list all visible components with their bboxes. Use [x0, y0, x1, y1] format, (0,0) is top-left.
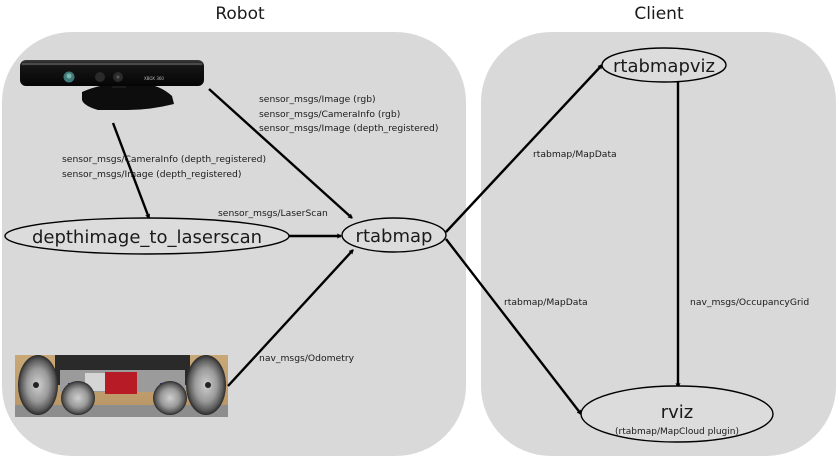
edge-label-line: sensor_msgs/CameraInfo (depth_registered… — [62, 154, 266, 165]
section-title-robot: Robot — [215, 4, 265, 24]
node-label: rviz — [661, 402, 694, 423]
node-label: depthimage_to_laserscan — [32, 227, 262, 248]
section-title-client: Client — [634, 4, 684, 24]
kinect-sensor-image: XBOX 360 — [20, 60, 204, 110]
node-rtabmap: rtabmap — [341, 217, 447, 253]
edge-label-line: sensor_msgs/Image (depth_registered) — [259, 123, 438, 134]
edge-rtabmap-to-rtabmapviz — [445, 64, 603, 233]
node-sublabel: (rtabmap/MapCloud plugin) — [615, 427, 739, 437]
edge-kinect-to-depthimage — [111, 122, 151, 218]
node-rtabmapviz: rtabmapviz — [601, 47, 727, 83]
edge-label-base-to-rtabmap: nav_msgs/Odometry — [259, 353, 355, 364]
edge-label-rtabmapviz-to-rviz: nav_msgs/OccupancyGrid — [690, 297, 809, 308]
edge-label-line: sensor_msgs/Image (depth_registered) — [62, 169, 241, 180]
node-depthimage-to-laserscan: depthimage_to_laserscan — [4, 217, 290, 255]
edge-base-to-rtabmap — [227, 249, 354, 387]
client-panel — [481, 32, 836, 456]
node-label: rtabmap — [356, 226, 433, 247]
edge-label-depthimage-to-rtabmap: sensor_msgs/LaserScan — [218, 208, 328, 219]
edge-label-rtabmap-to-rviz: rtabmap/MapData — [504, 297, 588, 308]
node-label: rtabmapviz — [613, 56, 715, 77]
kinect-brand-label: XBOX 360 — [144, 76, 164, 81]
robot-base-image — [15, 355, 228, 417]
edge-label-kinect-to-rtabmap: sensor_msgs/Image (rgb) sensor_msgs/Came… — [259, 94, 438, 134]
edge-rtabmap-to-rviz — [445, 238, 582, 414]
node-rviz: rviz (rtabmap/MapCloud plugin) — [580, 385, 774, 443]
edge-kinect-to-rtabmap — [208, 88, 353, 219]
edge-label-line: sensor_msgs/CameraInfo (rgb) — [259, 109, 400, 120]
edge-label-rtabmap-to-rtabmapviz: rtabmap/MapData — [533, 149, 617, 160]
edge-label-kinect-to-depthimage: sensor_msgs/CameraInfo (depth_registered… — [62, 154, 266, 180]
edge-label-line: sensor_msgs/Image (rgb) — [259, 94, 376, 105]
